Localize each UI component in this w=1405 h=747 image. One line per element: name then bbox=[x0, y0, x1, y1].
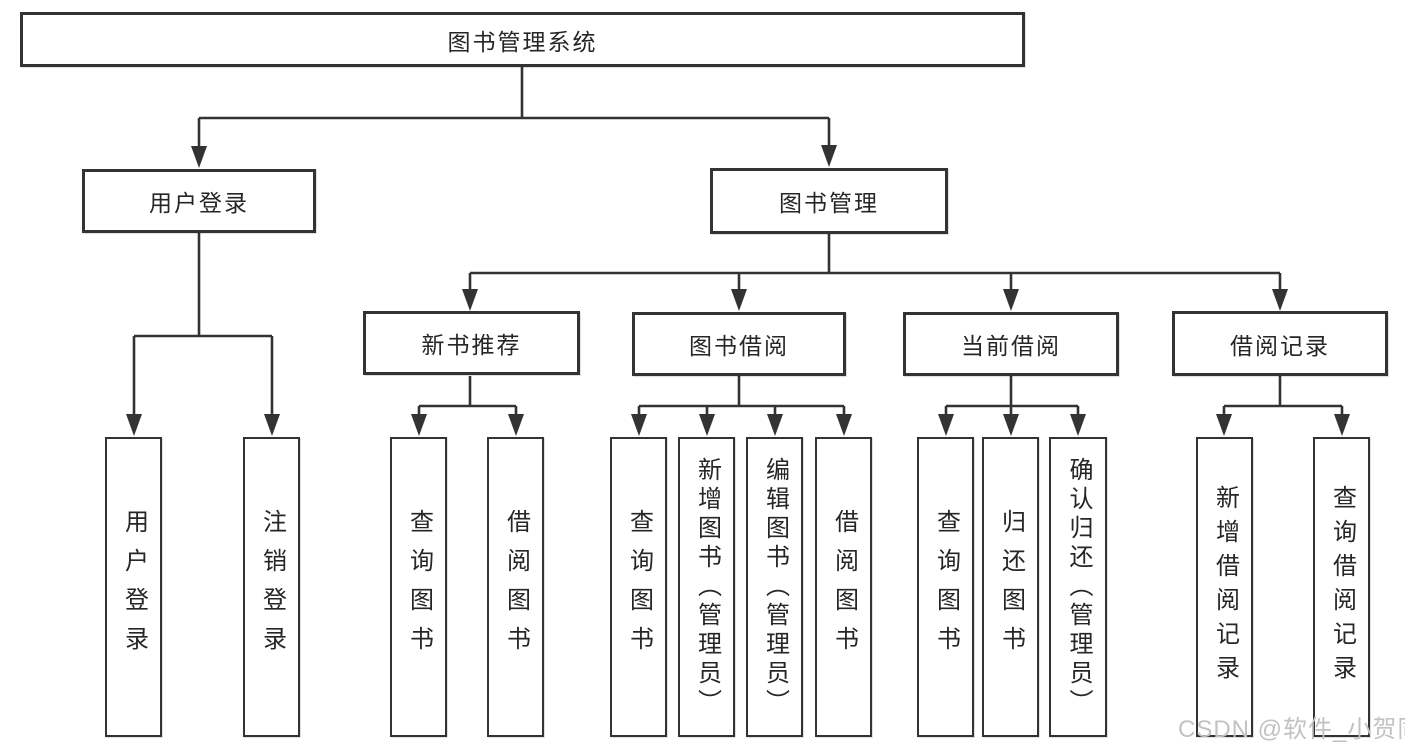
leaf-query-books-borrow: 查询图书 bbox=[610, 437, 667, 737]
leaf-borrow-books-recommend: 借阅图书 bbox=[487, 437, 544, 737]
leaf-query-books-borrow-label: 查询图书 bbox=[625, 509, 653, 665]
node-new-book-recommend-label: 新书推荐 bbox=[421, 332, 522, 358]
leaf-query-books-current: 查询图书 bbox=[917, 437, 974, 737]
node-current-borrow: 当前借阅 bbox=[903, 312, 1119, 376]
leaf-user-login-label: 用户登录 bbox=[120, 509, 148, 665]
leaf-return-books-label: 归还图书 bbox=[997, 509, 1025, 665]
csdn-watermark: CSDN @软件_小贺同学 bbox=[1178, 716, 1405, 743]
leaf-query-borrow-record-label: 查询借阅记录 bbox=[1328, 485, 1356, 689]
leaf-edit-books-admin-label: 编辑图书（管理员） bbox=[761, 456, 789, 718]
node-book-management-label: 图书管理 bbox=[779, 190, 879, 216]
node-new-book-recommend: 新书推荐 bbox=[363, 311, 580, 375]
leaf-logout-label: 注销登录 bbox=[258, 509, 286, 665]
leaf-query-borrow-record: 查询借阅记录 bbox=[1313, 437, 1370, 737]
node-root-system: 图书管理系统 bbox=[20, 12, 1025, 67]
leaf-confirm-return-admin-label: 确认归还（管理员） bbox=[1065, 456, 1092, 718]
leaf-logout: 注销登录 bbox=[243, 437, 300, 737]
leaf-query-books-current-label: 查询图书 bbox=[932, 509, 960, 665]
node-book-borrow: 图书借阅 bbox=[632, 312, 846, 376]
leaf-add-books-admin-label: 新增图书（管理员） bbox=[693, 456, 721, 718]
leaf-borrow-books-borrow: 借阅图书 bbox=[815, 437, 872, 737]
leaf-confirm-return-admin: 确认归还（管理员） bbox=[1049, 437, 1107, 737]
node-current-borrow-label: 当前借阅 bbox=[961, 333, 1061, 359]
node-user-login-label: 用户登录 bbox=[149, 190, 249, 216]
node-borrow-records: 借阅记录 bbox=[1172, 311, 1388, 376]
leaf-return-books: 归还图书 bbox=[982, 437, 1039, 737]
node-root-system-label: 图书管理系统 bbox=[447, 28, 598, 55]
leaf-add-borrow-record-label: 新增借阅记录 bbox=[1211, 485, 1239, 689]
node-book-management: 图书管理 bbox=[710, 168, 948, 234]
node-borrow-records-label: 借阅记录 bbox=[1230, 332, 1330, 359]
node-book-borrow-label: 图书借阅 bbox=[689, 333, 789, 359]
leaf-add-books-admin: 新增图书（管理员） bbox=[678, 437, 735, 737]
leaf-add-borrow-record: 新增借阅记录 bbox=[1196, 437, 1253, 737]
leaf-borrow-books-recommend-label: 借阅图书 bbox=[502, 509, 530, 665]
leaf-edit-books-admin: 编辑图书（管理员） bbox=[746, 437, 803, 737]
leaf-user-login: 用户登录 bbox=[105, 437, 162, 737]
node-user-login: 用户登录 bbox=[82, 169, 316, 233]
leaf-borrow-books-borrow-label: 借阅图书 bbox=[830, 509, 858, 665]
leaf-query-books-recommend-label: 查询图书 bbox=[405, 509, 433, 665]
leaf-query-books-recommend: 查询图书 bbox=[390, 437, 447, 737]
